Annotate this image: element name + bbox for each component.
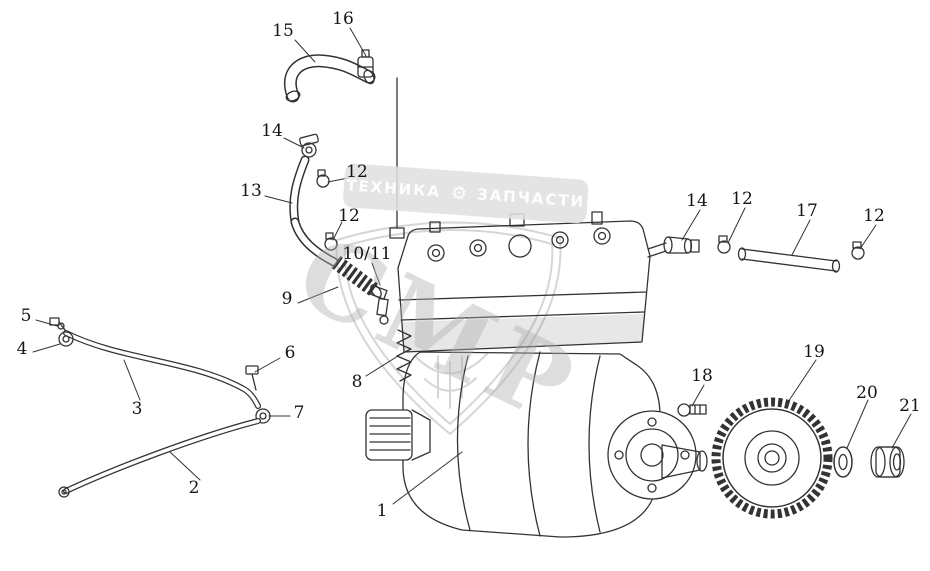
gear-icon: ⚙ [450,182,468,205]
callout-20: 20 [856,383,878,403]
callout-9: 9 [281,289,293,309]
part-bolt-18 [677,403,707,417]
callout-19: 19 [803,342,825,362]
part-fitting-10-11 [370,285,389,325]
callout-18: 18 [691,366,713,386]
callout-5: 5 [20,306,32,326]
callout-2: 2 [188,478,200,498]
callout-12-right: 12 [731,189,753,209]
callout-6: 6 [284,343,296,363]
callout-12-far-right: 12 [863,206,885,226]
part-washer-20 [833,446,853,478]
part-nut-21 [870,446,905,478]
watermark-shield [335,221,562,435]
callout-8: 8 [351,372,363,392]
part-fitting-14-right [663,236,700,254]
part-pipe-2 [58,418,261,498]
callout-14-left: 14 [261,121,283,141]
part-hose-9 [331,255,382,298]
callout-21: 21 [899,396,921,416]
callout-14-right: 14 [686,191,708,211]
callout-10-11: 10/11 [342,244,392,264]
part-clamp-12-far-right [851,241,865,260]
part-bolt-6 [245,365,259,391]
part-clamp-12-b [324,232,338,251]
callout-12-a: 12 [346,162,368,182]
part-gear-19 [711,397,833,519]
part-hose-15 [283,54,376,103]
callout-17: 17 [796,201,818,221]
banner-text-right: ЗАПЧАСТИ [476,185,586,211]
part-pipe-13 [289,155,339,267]
callout-12-b: 12 [338,206,360,226]
callout-16: 16 [332,9,354,29]
part-banjo-4 [58,331,74,347]
part-clamp-12-a [316,169,330,188]
part-pipe-3 [63,330,261,409]
callout-3: 3 [131,399,143,419]
part-shaft [365,409,431,461]
part-fitting-14-left [299,133,319,158]
part-bolt-5 [49,317,66,331]
callout-13: 13 [240,181,262,201]
callout-4: 4 [16,339,28,359]
part-clamp-12-right [717,235,731,254]
callout-1: 1 [376,501,388,521]
callout-7: 7 [293,403,305,423]
part-cylinder-head [389,211,667,353]
part-pipe-17 [737,247,841,273]
part-crankcase-1 [402,351,708,538]
leader-lines [32,27,912,505]
callout-15: 15 [272,21,294,41]
